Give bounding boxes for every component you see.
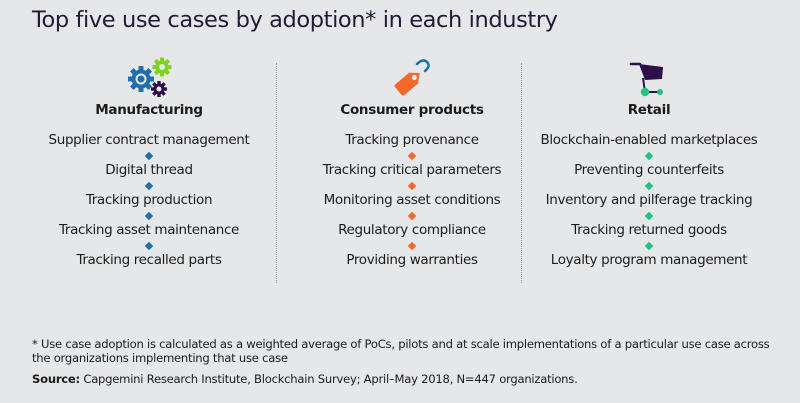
use-case-item: Loyalty program management bbox=[550, 252, 748, 268]
use-case-item: Digital thread bbox=[105, 162, 193, 178]
source-line: Source: Capgemini Research Institute, Bl… bbox=[32, 372, 578, 386]
use-case-list: Blockchain-enabled marketplaces Preventi… bbox=[541, 132, 758, 269]
price-tag-icon bbox=[389, 56, 435, 98]
industry-column-retail: Retail Blockchain-enabled marketplaces P… bbox=[526, 56, 772, 269]
use-case-list: Supplier contract management Digital thr… bbox=[49, 132, 250, 269]
industry-column-manufacturing: Manufacturing Supplier contract manageme… bbox=[26, 56, 272, 269]
source-text: Capgemini Research Institute, Blockchain… bbox=[79, 372, 578, 386]
use-case-item: Tracking recalled parts bbox=[76, 252, 222, 268]
industry-heading: Consumer products bbox=[340, 102, 484, 118]
industry-heading: Retail bbox=[627, 102, 671, 118]
diamond-bullet-icon bbox=[644, 181, 654, 191]
diamond-bullet-icon bbox=[144, 241, 154, 251]
industry-heading: Manufacturing bbox=[95, 102, 203, 118]
use-case-item: Blockchain-enabled marketplaces bbox=[540, 132, 758, 148]
column-divider bbox=[521, 63, 522, 283]
industry-column-consumer-products: Consumer products Tracking provenance Tr… bbox=[289, 56, 535, 269]
use-case-item: Supplier contract management bbox=[48, 132, 250, 148]
use-case-item: Tracking provenance bbox=[345, 132, 479, 148]
footnote: * Use case adoption is calculated as a w… bbox=[32, 337, 770, 365]
diamond-bullet-icon bbox=[407, 181, 417, 191]
use-case-item: Tracking production bbox=[85, 192, 213, 208]
diamond-bullet-icon bbox=[644, 151, 654, 161]
diamond-bullet-icon bbox=[144, 211, 154, 221]
use-case-item: Tracking asset maintenance bbox=[58, 222, 240, 238]
page-title: Top five use cases by adoption* in each … bbox=[32, 7, 558, 33]
shopping-cart-icon bbox=[629, 56, 669, 98]
use-case-item: Preventing counterfeits bbox=[574, 162, 724, 178]
diamond-bullet-icon bbox=[144, 181, 154, 191]
use-case-item: Tracking critical parameters bbox=[322, 162, 502, 178]
diamond-bullet-icon bbox=[407, 151, 417, 161]
source-label: Source: bbox=[32, 372, 80, 386]
diamond-bullet-icon bbox=[644, 211, 654, 221]
column-divider bbox=[276, 63, 277, 283]
diamond-bullet-icon bbox=[407, 211, 417, 221]
use-case-list: Tracking provenance Tracking critical pa… bbox=[323, 132, 502, 269]
use-case-item: Providing warranties bbox=[346, 252, 478, 268]
use-case-item: Tracking returned goods bbox=[571, 222, 727, 238]
use-case-item: Regulatory compliance bbox=[338, 222, 486, 238]
use-case-item: Monitoring asset conditions bbox=[323, 192, 501, 208]
diamond-bullet-icon bbox=[407, 241, 417, 251]
diamond-bullet-icon bbox=[644, 241, 654, 251]
use-case-item: Inventory and pilferage tracking bbox=[545, 192, 753, 208]
diamond-bullet-icon bbox=[144, 151, 154, 161]
gears-icon bbox=[121, 56, 177, 98]
